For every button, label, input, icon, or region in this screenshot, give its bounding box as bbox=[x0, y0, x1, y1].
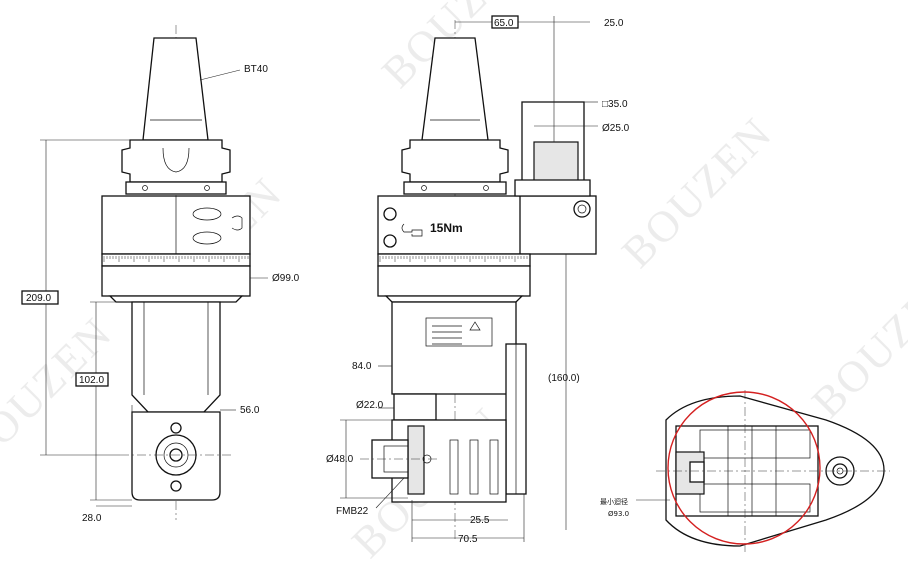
flange bbox=[121, 139, 231, 183]
dim-65-box bbox=[491, 15, 519, 29]
dim-square-35: □35.0 bbox=[602, 99, 628, 110]
dim-diameter-22: Ø22.0 bbox=[356, 400, 384, 411]
dim-102-box bbox=[75, 372, 109, 387]
dim-209-box bbox=[21, 290, 59, 305]
bt40-taper bbox=[142, 37, 209, 141]
dim-25-5: 25.5 bbox=[470, 515, 490, 526]
dim-84: 84.0 bbox=[352, 361, 372, 372]
dim-total-height: 209.0 bbox=[26, 293, 51, 304]
watermark-3: BOUZEN bbox=[612, 108, 781, 277]
left-view: BT40 209.0 102.0 Ø99.0 56.0 28.0 bbox=[21, 25, 300, 524]
dim-top-offset: 65.0 bbox=[494, 18, 514, 29]
dim-diameter-99: Ø99.0 bbox=[272, 273, 300, 284]
dim-160: (160.0) bbox=[548, 373, 580, 384]
dim-right-25: 25.0 bbox=[604, 18, 624, 29]
dim-diameter-25: Ø25.0 bbox=[602, 123, 630, 134]
dim-lower: 102.0 bbox=[79, 375, 104, 386]
torque-label: 15Nm bbox=[430, 221, 463, 235]
lower-body-side bbox=[391, 301, 517, 395]
dim-width-56: 56.0 bbox=[240, 405, 260, 416]
min-radius-value: Ø93.0 bbox=[608, 510, 629, 518]
dim-70-5: 70.5 bbox=[458, 534, 478, 545]
scale-ring bbox=[101, 253, 251, 267]
bt40-label: BT40 bbox=[244, 64, 268, 75]
dim-offset-28: 28.0 bbox=[82, 513, 102, 524]
scale-ticks bbox=[103, 256, 249, 262]
dim-diameter-48: Ø48.0 bbox=[326, 454, 354, 465]
fmb22-label: FMB22 bbox=[336, 506, 369, 517]
lower-arm bbox=[131, 301, 221, 413]
scale-ticks-side bbox=[379, 256, 528, 262]
right-view: 最小迴径 Ø93.0 bbox=[600, 390, 890, 552]
min-radius-label: 最小迴径 bbox=[600, 497, 628, 506]
min-swing-circle bbox=[667, 391, 821, 545]
watermark-6: BOUZEN bbox=[802, 258, 908, 427]
watermark-5: BOUZEN bbox=[0, 308, 122, 477]
middle-view: 15Nm 65.0 bbox=[326, 15, 630, 545]
